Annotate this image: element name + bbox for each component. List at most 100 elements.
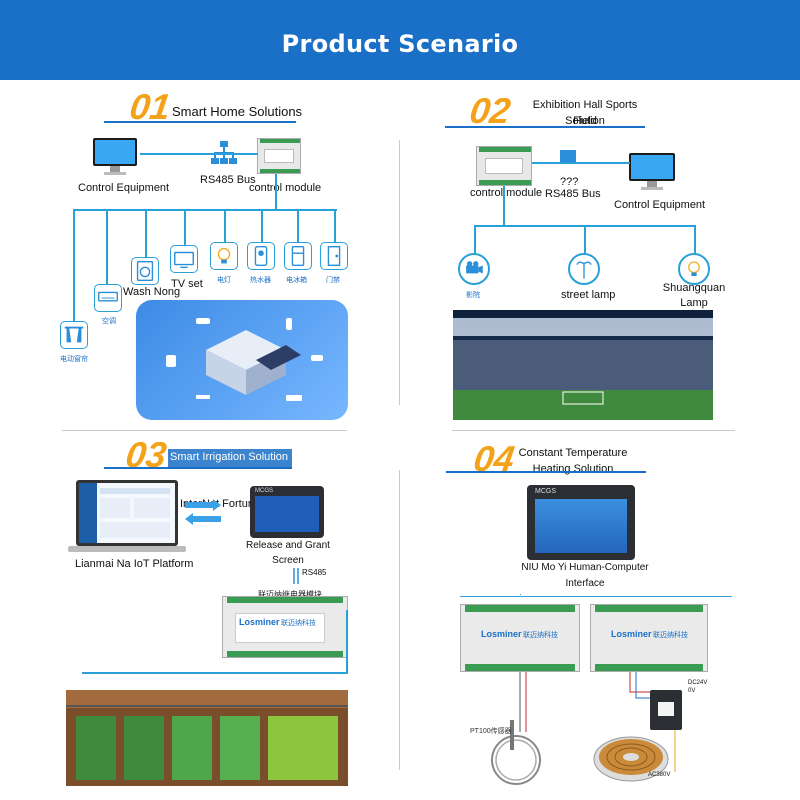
connector (82, 672, 346, 674)
air-conditioner-icon (94, 284, 122, 312)
section-1-control-module-image (257, 138, 301, 174)
connector (73, 209, 75, 321)
arrow-to-screen-icon (183, 497, 223, 527)
washing-machine-label: Wash Nong (123, 286, 181, 298)
irrigation-field-illustration (66, 690, 348, 786)
control-equipment-monitor-icon (92, 137, 138, 177)
section-3-title-highlight (168, 449, 292, 467)
projector-icon (458, 253, 490, 285)
laptop-platform-image (68, 478, 186, 558)
section-3-number: 03 (123, 434, 169, 475)
section-4-brand-right: Losminer (611, 629, 652, 639)
ac-label: AC380V (648, 772, 671, 778)
stadium-photo (453, 310, 713, 420)
connector (106, 209, 108, 284)
section-4-title-line1: Constant Temperature (518, 447, 628, 459)
refrigerator-label: 电冰箱 (286, 277, 307, 284)
vertical-divider-top (399, 140, 400, 405)
connector (275, 174, 277, 210)
section-1-underline (104, 121, 296, 123)
section-4-hmi-screen: MCGS (527, 485, 635, 560)
connector (73, 209, 337, 211)
screen-label-line2: Screen (272, 555, 304, 566)
door-access-icon (320, 242, 348, 270)
sensor-label: PT100传感器 (470, 728, 512, 735)
relay-module-label: 联迈纳继电器模块 (258, 590, 322, 599)
section-2-unknown-label: ??? (560, 176, 579, 188)
horizontal-divider-left (62, 430, 347, 431)
pt100-sensor-image (486, 720, 546, 790)
section-2-module-label: control module (470, 187, 543, 199)
connector (297, 209, 299, 242)
light-bulb-icon (210, 242, 238, 270)
connector (694, 225, 696, 255)
page-title: Product Scenario (281, 30, 519, 58)
tv-label: TV set (171, 278, 203, 290)
section-4-title-line2: Heating Solution (532, 463, 614, 475)
shuangquan-label-line2: Lamp (680, 297, 708, 309)
air-conditioner-label: 空调 (102, 318, 116, 325)
connector (261, 209, 263, 242)
section-2-control-equipment-monitor-icon (628, 152, 676, 192)
water-heater-label: 热水器 (250, 277, 271, 284)
washing-machine-icon (131, 257, 159, 285)
iot-platform-label: Lianmai Na IoT Platform (75, 558, 194, 570)
section-3-underline (104, 467, 292, 469)
dc-label: DC24V (688, 680, 708, 686)
section-1-bus-label: RS485 Bus (200, 174, 256, 186)
door-access-label: 门禁 (326, 277, 340, 284)
rs485-arrow-icon (290, 566, 302, 586)
section-4-brand-cn-left: 联迈纳科技 (523, 632, 558, 639)
section-3-brand: Losminer (239, 617, 280, 627)
connector (184, 209, 186, 245)
connector (532, 162, 630, 164)
section-1-module-label: control module (249, 182, 322, 194)
tv-icon (170, 245, 198, 273)
refrigerator-icon (284, 242, 312, 270)
section-4-module-left: Losminer 联迈纳科技 (460, 604, 580, 672)
connector (346, 610, 348, 674)
rs485-label: RS485 (302, 568, 327, 577)
curtain-icon (60, 321, 88, 349)
section-1-control-equipment-label: Control Equipment (78, 182, 170, 194)
connector (145, 209, 147, 257)
bulb-lamp-icon (678, 253, 710, 285)
header-banner: Product Scenario (0, 0, 800, 80)
horizontal-divider-right (452, 430, 735, 431)
connector (140, 153, 258, 155)
connector (334, 209, 336, 242)
section-2-title-line1: Exhibition Hall Sports Field (532, 99, 638, 127)
section-1-title: Smart Home Solutions (172, 104, 303, 119)
contactor-image (650, 690, 682, 730)
connector (474, 225, 476, 255)
section-4-number: 04 (471, 438, 517, 479)
connector (460, 596, 732, 597)
section-3-title: Smart Irrigation Solution (170, 451, 288, 463)
section-2-control-module-image (476, 146, 532, 186)
curtain-label: 电动窗帘 (60, 356, 88, 363)
street-lamp-label: street lamp (561, 289, 616, 301)
section-2-control-equipment-label: Control Equipment (614, 199, 706, 211)
shuangquan-label-line1: Shuangquan (662, 282, 726, 294)
section-3-hmi-screen: MCGS (250, 486, 324, 538)
section-4-brand-cn-right: 联迈纳科技 (653, 632, 688, 639)
section-3-relay-module-image: Losminer 联迈纳科技 (222, 596, 348, 658)
section-4-brand-left: Losminer (481, 629, 522, 639)
street-lamp-icon (568, 253, 600, 285)
screen-label-line1: Release and Grant (246, 540, 330, 551)
cinema-label: 影院 (466, 292, 480, 299)
water-heater-icon (247, 242, 275, 270)
section-2-title-line2: Solution (565, 115, 605, 127)
connector (520, 594, 521, 595)
section-4-underline (446, 471, 646, 473)
smart-home-illustration (136, 300, 348, 420)
section-3-brand-cn: 联迈纳科技 (281, 620, 316, 627)
heating-coil-image (592, 735, 670, 783)
section-2-bus-icon (560, 150, 576, 164)
connector (584, 225, 586, 255)
section-2-bus-label: RS485 Bus (545, 188, 601, 200)
section-2-underline (445, 126, 645, 128)
light-label: 电灯 (217, 277, 231, 284)
hmi-label-line2: Interface (565, 578, 605, 589)
connector (503, 186, 505, 226)
